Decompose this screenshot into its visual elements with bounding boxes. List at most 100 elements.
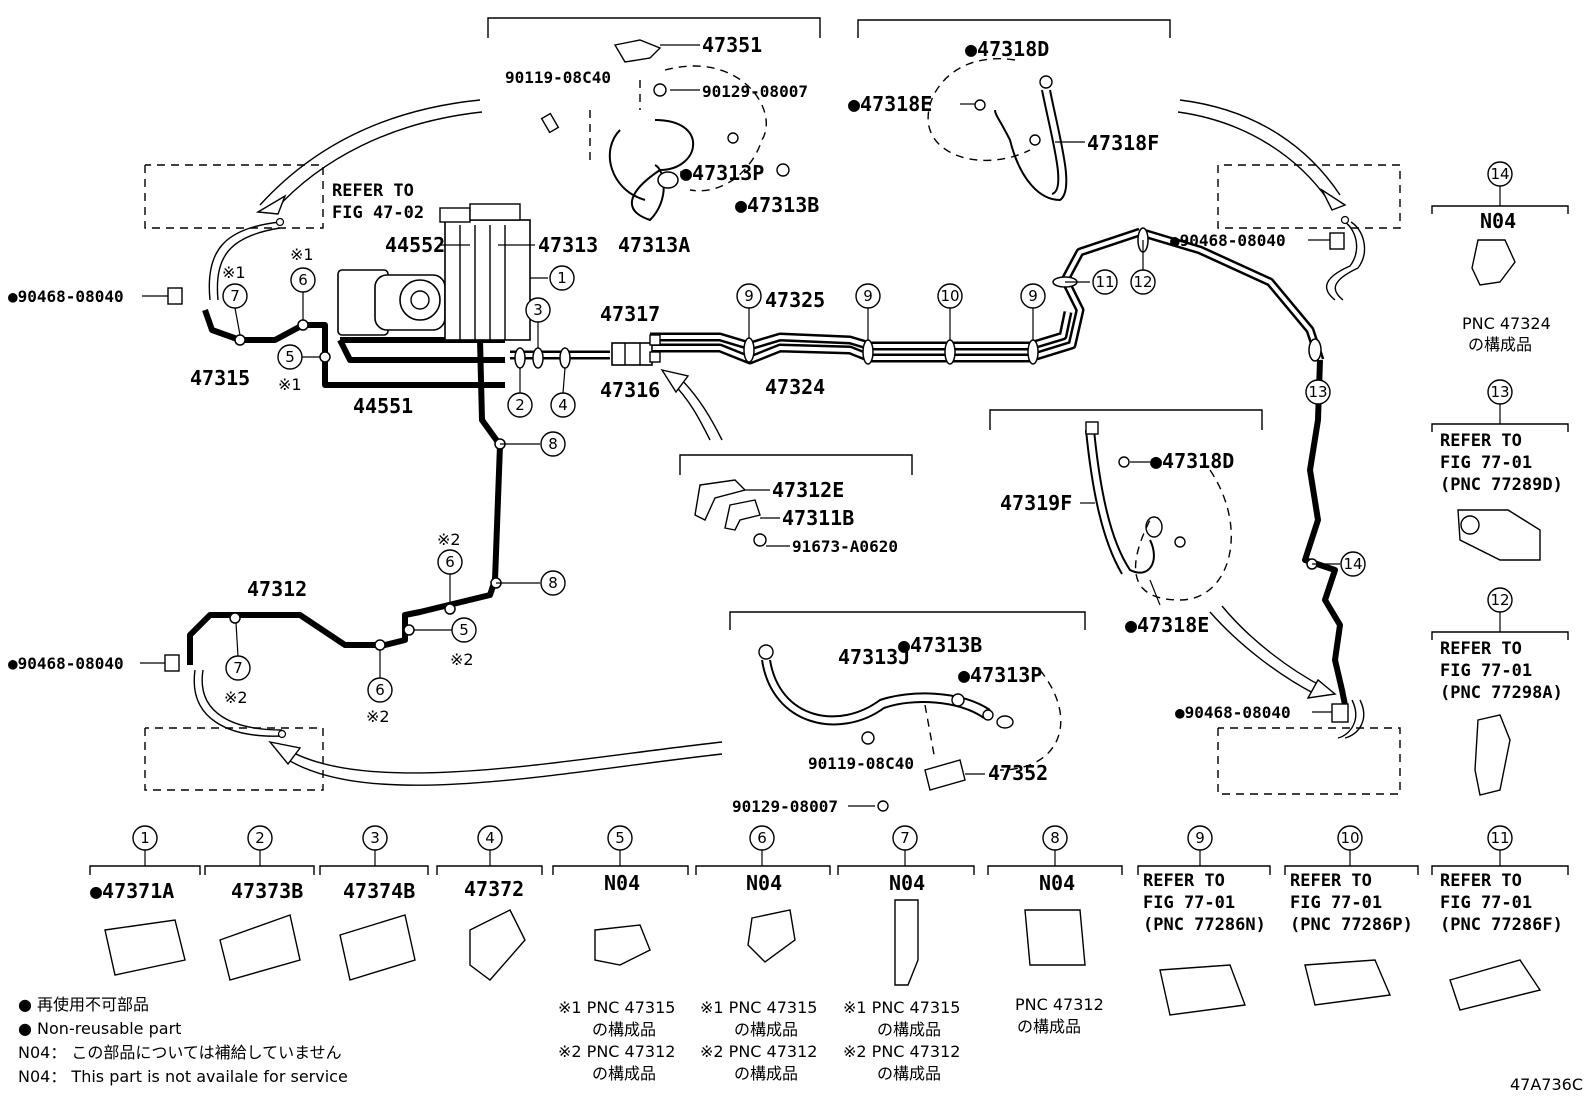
callout-12: 12	[1133, 273, 1152, 291]
svg-text:(PNC 77286P): (PNC 77286P)	[1290, 915, 1413, 935]
svg-text:13: 13	[1490, 383, 1509, 401]
svg-text:の構成品: の構成品	[734, 1064, 798, 1083]
bottom-item-2: 2 47373B	[204, 825, 315, 981]
svg-text:47374B: 47374B	[343, 879, 415, 903]
label-44552: 44552	[385, 233, 445, 257]
label-90129-08007-top: 90129-08007	[702, 82, 808, 101]
wire-bl	[193, 669, 283, 737]
label-47319F: 47319F	[1000, 491, 1072, 515]
svg-text:N04: N04	[1480, 209, 1516, 233]
right-col-13: 13 REFER TO FIG 77-01 (PNC 77289D)	[1431, 379, 1569, 561]
svg-text:12: 12	[1490, 591, 1509, 609]
wheel-box-bottom-right	[1217, 727, 1401, 795]
right-col-12: 12 REFER TO FIG 77-01 (PNC 77298A)	[1431, 587, 1569, 796]
svg-text:の構成品: の構成品	[1017, 1017, 1081, 1036]
svg-text:の構成品: の構成品	[734, 1020, 798, 1039]
label-47351: 47351	[702, 33, 762, 57]
wheel-box-top-left	[144, 164, 324, 229]
svg-text:14: 14	[1490, 165, 1509, 183]
label-90468-right-top: ●90468-08040	[1170, 231, 1286, 250]
svg-text:3: 3	[370, 829, 380, 847]
bottom-item-5: 5 N04 ※1 PNC 47315 の構成品 ※2 PNC 47312 の構成…	[552, 825, 689, 1083]
svg-text:9: 9	[1195, 829, 1205, 847]
callout-6-b: 6	[445, 553, 455, 571]
svg-text:5: 5	[615, 829, 625, 847]
svg-text:※1: ※1	[222, 263, 246, 282]
bottom-item-11: 11 REFER TO FIG 77-01 (PNC 77286F)	[1431, 825, 1569, 1011]
label-90119-08C40-bot: 90119-08C40	[808, 754, 914, 773]
leaders	[140, 44, 1340, 807]
callout-3: 3	[533, 301, 543, 319]
svg-text:8: 8	[1050, 829, 1060, 847]
label-44551: 44551	[353, 394, 413, 418]
label-47313B-bot: ●47313B	[898, 633, 982, 657]
svg-text:47373B: 47373B	[231, 879, 303, 903]
callout-8-a: 8	[548, 435, 558, 453]
ground-strap-47319F	[1085, 421, 1232, 601]
label-90129-08007-bot: 90129-08007	[732, 797, 838, 816]
label-47317: 47317	[600, 302, 660, 326]
callout-13: 13	[1308, 383, 1327, 401]
label-47311B: 47311B	[782, 506, 854, 530]
arrow-mid-right	[1209, 605, 1337, 699]
arrow-top-left	[255, 99, 483, 215]
wire-tl	[208, 221, 281, 301]
svg-text:●47371A: ●47371A	[90, 879, 174, 903]
svg-text:の構成品: の構成品	[592, 1064, 656, 1083]
svg-text:※1 PNC 47315: ※1 PNC 47315	[843, 998, 960, 1017]
callout-9-a: 9	[744, 287, 754, 305]
bottom-item-6: 6 N04 ※1 PNC 47315 の構成品 ※2 PNC 47312 の構成…	[695, 825, 831, 1083]
svg-text:※1: ※1	[290, 245, 314, 264]
callout-10: 10	[940, 287, 959, 305]
callout-11: 11	[1095, 273, 1114, 291]
label-47318F: 47318F	[1087, 131, 1159, 155]
svg-text:FIG 77-01: FIG 77-01	[1143, 893, 1235, 913]
ground-strap-47313A	[540, 39, 790, 222]
callout-2: 2	[515, 396, 525, 414]
label-47324: 47324	[765, 375, 825, 399]
svg-text:7: 7	[900, 829, 910, 847]
arrow-top-right	[1177, 99, 1347, 211]
svg-text:の構成品: の構成品	[877, 1064, 941, 1083]
svg-text:REFER TO: REFER TO	[1440, 639, 1522, 659]
svg-text:(PNC 77289D): (PNC 77289D)	[1440, 475, 1563, 495]
callout-1: 1	[557, 269, 567, 287]
bottom-item-8: 8 N04 PNC 47312 の構成品	[987, 825, 1123, 1036]
bracket-top-left	[487, 17, 821, 38]
hose-right	[1302, 359, 1348, 706]
svg-text:10: 10	[1340, 829, 1359, 847]
diagram-id: 47A736C	[1510, 1075, 1583, 1094]
callout-6-a: 6	[298, 271, 308, 289]
bottom-item-10: 10 REFER TO FIG 77-01 (PNC 77286P)	[1284, 825, 1419, 1006]
refer-fig4702-line1: REFER TO	[332, 181, 414, 201]
legend-line-4: N04： This part is not availale for servi…	[18, 1067, 348, 1086]
svg-text:※2 PNC 47312: ※2 PNC 47312	[558, 1042, 675, 1061]
part-labels: 47351 90119-08C40 90129-08007 ●47313P ●4…	[8, 33, 1291, 816]
right-col-14: 14 N04 PNC 47324 の構成品	[1431, 161, 1569, 354]
svg-text:4: 4	[485, 829, 495, 847]
callout-7-a: 7	[230, 287, 240, 305]
svg-text:REFER TO: REFER TO	[1440, 431, 1522, 451]
legend: ● 再使用不可部品 ● Non-reusable part N04： この部品に…	[18, 995, 348, 1086]
ground-strap-47313J	[758, 644, 1062, 812]
svg-text:1: 1	[140, 829, 150, 847]
svg-text:N04: N04	[746, 871, 782, 895]
svg-text:(PNC 77298A): (PNC 77298A)	[1440, 683, 1563, 703]
label-90119-08C40-top: 90119-08C40	[505, 68, 611, 87]
label-47325: 47325	[765, 288, 825, 312]
svg-text:REFER TO: REFER TO	[1143, 871, 1225, 891]
label-47313B-top: ●47313B	[735, 193, 819, 217]
svg-text:FIG 77-01: FIG 77-01	[1440, 661, 1532, 681]
svg-text:REFER TO: REFER TO	[1290, 871, 1372, 891]
svg-text:※2: ※2	[366, 707, 390, 726]
arrow-mid-to-47316	[660, 368, 723, 441]
label-90468-right-bottom: ●90468-08040	[1175, 703, 1291, 722]
union-47317-47316	[611, 334, 661, 366]
label-47312: 47312	[247, 577, 307, 601]
svg-text:※2 PNC 47312: ※2 PNC 47312	[843, 1042, 960, 1061]
callouts-main: 7 6 5 1 3 2 4 8 8 6 5	[222, 265, 1366, 703]
label-47312E: 47312E	[772, 478, 844, 502]
callout-6-c: 6	[375, 681, 385, 699]
label-47318D-top: ●47318D	[965, 37, 1049, 61]
